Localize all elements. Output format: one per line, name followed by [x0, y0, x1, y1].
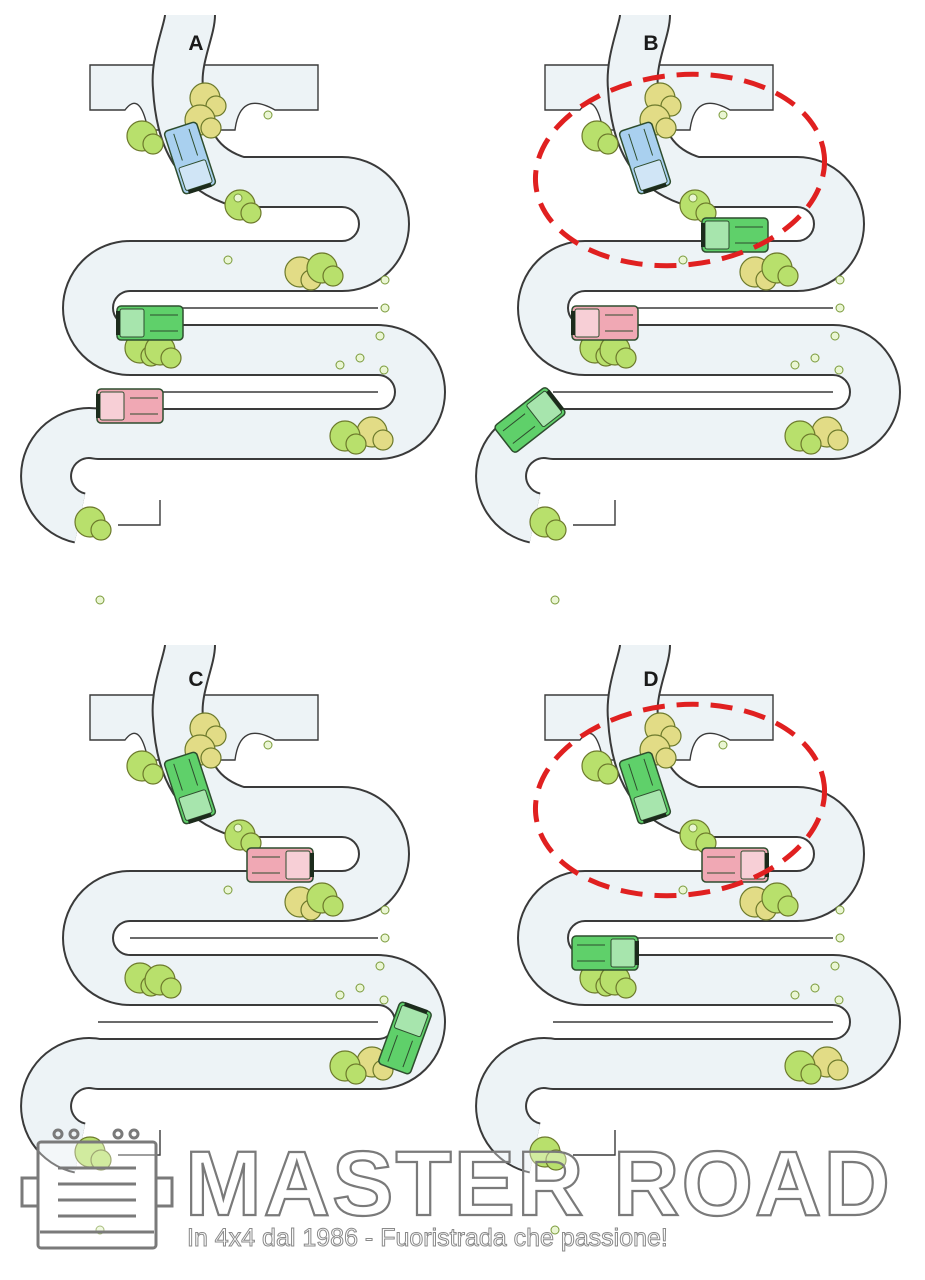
shrub-icon	[718, 110, 728, 120]
vehicle-green-panel-D-2	[571, 935, 639, 971]
road-surface	[22, 12, 444, 542]
shrub-icon	[380, 275, 390, 285]
panel-label: C	[188, 668, 203, 691]
tree-icon	[224, 819, 262, 854]
tree-icon	[224, 189, 262, 224]
tree-icon	[784, 1050, 822, 1085]
panel-label: B	[643, 32, 658, 55]
vehicle-green-panel-B-1	[701, 217, 769, 253]
road-surface	[22, 642, 444, 1172]
shrub-icon	[550, 1225, 560, 1235]
tree-icon	[581, 750, 619, 785]
shrub-icon	[375, 331, 385, 341]
shrub-icon	[830, 331, 840, 341]
shrub-icon	[223, 255, 233, 265]
shrub-icon	[830, 961, 840, 971]
tree-icon	[529, 1136, 567, 1171]
shrub-icon	[810, 983, 820, 993]
panel-label: A	[188, 32, 203, 55]
shrub-icon	[223, 885, 233, 895]
shrub-icon	[380, 933, 390, 943]
shrub-icon	[835, 905, 845, 915]
panel-B: B	[475, 12, 901, 605]
shrub-icon	[688, 193, 698, 203]
tree-icon	[529, 506, 567, 541]
tree-icon	[74, 506, 112, 541]
shrub-icon	[335, 360, 345, 370]
offroad-vehicle-icon	[20, 1128, 174, 1250]
vehicle-green-panel-D-0	[618, 751, 672, 825]
panel-label: D	[643, 668, 658, 691]
shrub-icon	[834, 365, 844, 375]
tree-icon	[126, 750, 164, 785]
shrub-icon	[233, 193, 243, 203]
shrub-icon	[688, 823, 698, 833]
shrub-icon	[355, 353, 365, 363]
shrub-icon	[678, 255, 688, 265]
road-surface	[477, 642, 899, 1172]
vehicle-red-panel-B-2	[571, 305, 639, 341]
shrub-icon	[263, 110, 273, 120]
vehicle-green-panel-C-0	[163, 751, 217, 825]
tree-icon	[679, 819, 717, 854]
tree-icon	[784, 420, 822, 455]
highlight-ellipse	[532, 701, 828, 899]
shrub-icon	[678, 885, 688, 895]
tree-icon	[284, 886, 322, 921]
shrub-icon	[95, 595, 105, 605]
shrub-icon	[379, 365, 389, 375]
vehicle-red-panel-D-1	[701, 847, 769, 883]
tree-icon	[679, 189, 717, 224]
tree-icon	[329, 1050, 367, 1085]
vehicle-green-panel-A-1	[116, 305, 184, 341]
shrub-icon	[335, 990, 345, 1000]
tree-icon	[144, 964, 182, 999]
tree-icon	[144, 334, 182, 369]
shrub-icon	[380, 303, 390, 313]
tree-icon	[306, 882, 344, 917]
panel-A: A	[20, 12, 446, 605]
panel-C: C	[20, 642, 446, 1235]
master-road-watermark: MASTER ROAD In 4x4 dal 1986 - Fuoristrad…	[20, 1128, 892, 1253]
shrub-icon	[835, 275, 845, 285]
vehicle-green-panel-C-2	[378, 1001, 432, 1075]
tree-icon	[306, 252, 344, 287]
vehicle-blue-panel-B-0	[618, 121, 672, 195]
shrub-icon	[834, 995, 844, 1005]
watermark-title: MASTER ROAD	[185, 1133, 892, 1235]
vehicle-blue-panel-A-0	[163, 121, 217, 195]
shrub-icon	[835, 933, 845, 943]
tree-icon	[581, 120, 619, 155]
shrub-icon	[379, 995, 389, 1005]
shrub-icon	[375, 961, 385, 971]
tree-icon	[329, 420, 367, 455]
shrub-icon	[790, 360, 800, 370]
shrub-icon	[835, 303, 845, 313]
panel-D: D	[475, 642, 901, 1235]
vehicle-red-panel-C-1	[246, 847, 314, 883]
shrub-icon	[718, 740, 728, 750]
shrub-icon	[380, 905, 390, 915]
shrub-icon	[355, 983, 365, 993]
shrub-icon	[263, 740, 273, 750]
highlight-ellipse	[532, 71, 828, 269]
tree-icon	[74, 1136, 112, 1171]
watermark-subtitle: In 4x4 dal 1986 - Fuoristrada che passio…	[187, 1224, 668, 1252]
shrub-icon	[233, 823, 243, 833]
shrub-icon	[810, 353, 820, 363]
vehicle-green-panel-B-3	[494, 387, 566, 453]
shrub-icon	[790, 990, 800, 1000]
tree-icon	[761, 882, 799, 917]
tree-icon	[599, 964, 637, 999]
vehicle-red-panel-A-2	[96, 388, 164, 424]
tree-icon	[761, 252, 799, 287]
shrub-icon	[550, 595, 560, 605]
tree-icon	[126, 120, 164, 155]
